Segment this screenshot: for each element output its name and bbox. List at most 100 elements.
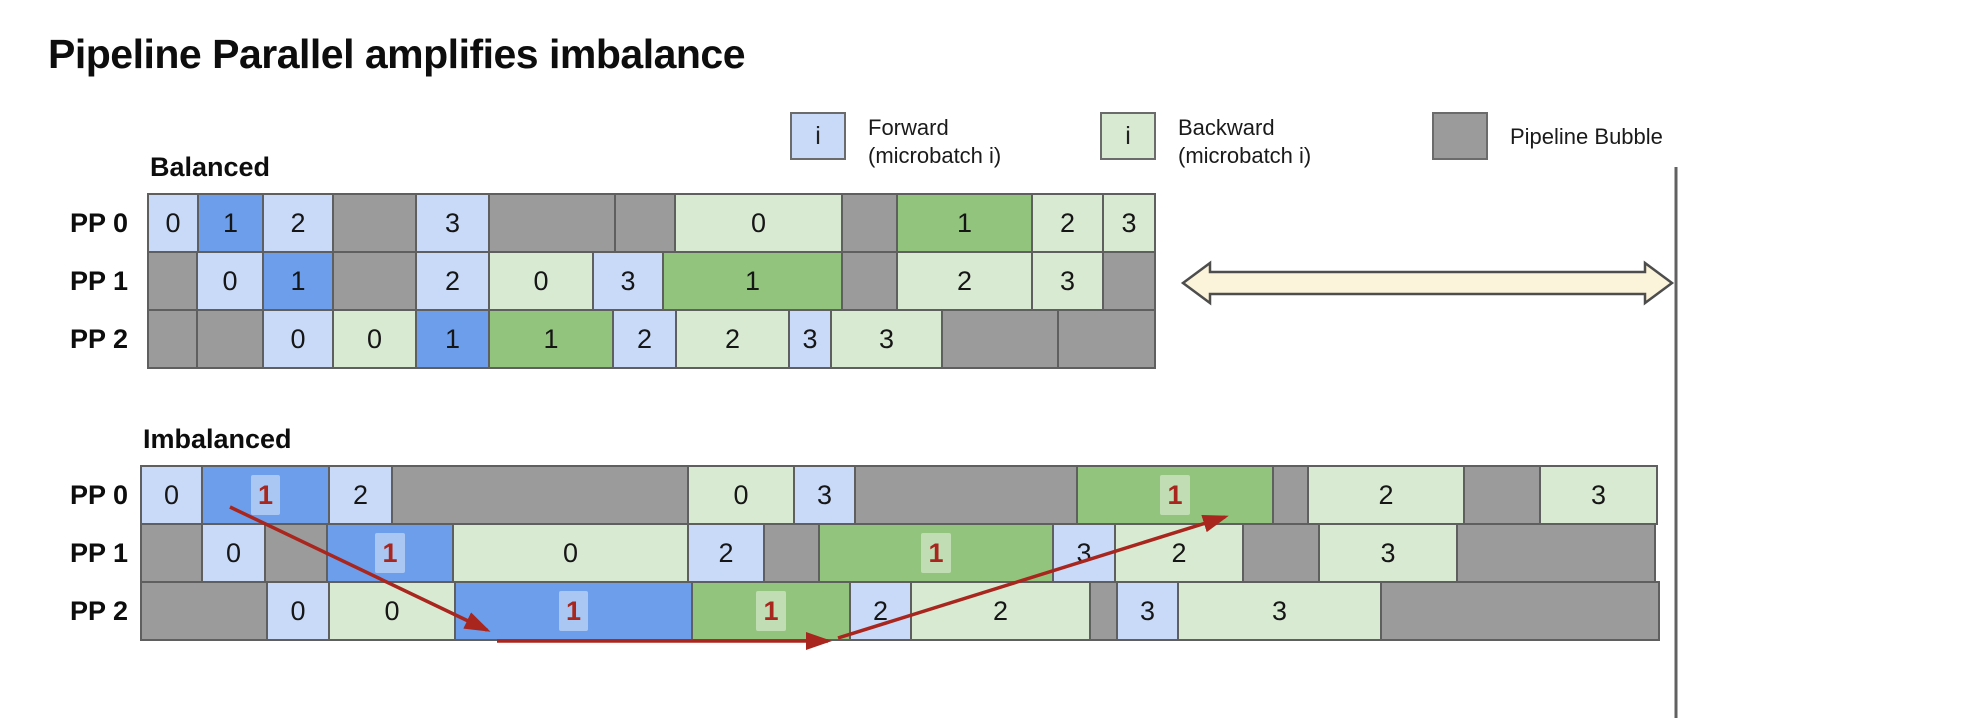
cell-label: 3 [1590,479,1607,510]
cell-forward: 1 [262,251,334,311]
page-title: Pipeline Parallel amplifies imbalance [48,31,746,77]
cell-forward: 0 [266,581,330,641]
forward-swatch-icon: i [790,112,846,160]
cell-forward: 1 [454,581,693,641]
cell-label: 1 [250,475,281,515]
imbalanced-heading: Imbalanced [143,424,292,454]
cell-bubble [140,581,268,641]
cell-forward: 1 [326,523,454,583]
time-span-arrow-icon [1180,260,1675,306]
cell-bubble [941,309,1059,369]
row-label: PP 2 [69,595,128,626]
cell-label: 0 [562,537,579,568]
cell-backward: 2 [910,581,1091,641]
cell-label: 2 [444,265,461,296]
cell-label: 3 [1139,595,1156,626]
legend-item-backward: i Backward (microbatch i) [1100,112,1311,170]
cell-bubble [1242,523,1320,583]
cell-forward: 2 [262,193,334,253]
cell-forward: 1 [415,309,490,369]
cell-label: 0 [733,479,749,510]
cell-bubble [147,251,198,311]
cell-label: 2 [352,479,369,510]
cell-forward: 2 [612,309,677,369]
cell-bubble [1272,465,1309,525]
legend-forward-label: Forward (microbatch i) [868,115,1002,168]
cell-label: 1 [558,591,589,631]
cell-forward: 2 [415,251,490,311]
cell-label: 3 [878,323,895,354]
cell-backward: 0 [332,309,417,369]
cell-backward: 1 [896,193,1033,253]
row-label: PP 0 [69,479,128,510]
cell-bubble [854,465,1078,525]
row-label: PP 2 [69,323,128,354]
cell-forward: 2 [328,465,393,525]
cell-backward: 3 [1177,581,1382,641]
legend-bubble-label: Pipeline Bubble [1510,124,1663,149]
cell-label: 0 [222,265,238,296]
bubble-swatch-icon [1432,112,1488,160]
cell-bubble [841,193,898,253]
cell-bubble [1456,523,1656,583]
cell-backward: 0 [328,581,456,641]
row-label: PP 1 [69,537,128,568]
cell-backward: 1 [691,581,851,641]
cell-label: 1 [744,265,761,296]
cell-bubble [391,465,689,525]
cell-label: 2 [956,265,973,296]
cell-label: 3 [1271,595,1288,626]
cell-forward: 3 [788,309,832,369]
forward-swatch-symbol: i [815,121,821,150]
cell-bubble [264,523,328,583]
balanced-heading: Balanced [150,152,271,182]
cell-backward: 0 [674,193,843,253]
cell-backward: 0 [488,251,594,311]
cell-backward: 1 [488,309,614,369]
cell-backward: 2 [675,309,790,369]
legend-backward-label: Backward (microbatch i) [1178,115,1312,168]
cell-label: 0 [384,595,400,626]
backward-swatch-icon: i [1100,112,1156,160]
cell-forward: 3 [793,465,856,525]
cell-label: 3 [620,265,636,296]
cell-forward: 3 [592,251,664,311]
cell-label: 0 [533,265,549,296]
cell-label: 2 [872,595,889,626]
cell-label: 2 [290,207,306,238]
cell-label: 1 [956,207,973,238]
cell-label: 1 [1160,475,1190,515]
cell-bubble [1057,309,1156,369]
cell-backward: 3 [1539,465,1658,525]
cell-forward: 3 [415,193,490,253]
cell-label: 3 [1380,537,1396,568]
cell-label: 0 [163,479,180,510]
cell-label: 1 [543,323,559,354]
cell-forward: 3 [1052,523,1116,583]
cell-label: 2 [636,323,653,354]
cell-bubble [140,523,203,583]
cell-backward: 1 [662,251,843,311]
cell-label: 1 [444,323,461,354]
cell-forward: 2 [687,523,765,583]
cell-label: 2 [992,595,1009,626]
cell-bubble [1102,251,1156,311]
cell-label: 0 [366,323,383,354]
cell-label: 0 [750,207,767,238]
row-label: PP 1 [69,265,128,296]
cell-backward: 2 [1031,193,1104,253]
cell-bubble [1380,581,1660,641]
cell-label: 3 [1121,207,1137,238]
cell-label: 0 [290,595,306,626]
cell-backward: 3 [1102,193,1156,253]
cell-backward: 1 [818,523,1054,583]
cell-bubble [488,193,616,253]
cell-backward: 3 [1031,251,1104,311]
cell-label: 3 [1059,265,1076,296]
